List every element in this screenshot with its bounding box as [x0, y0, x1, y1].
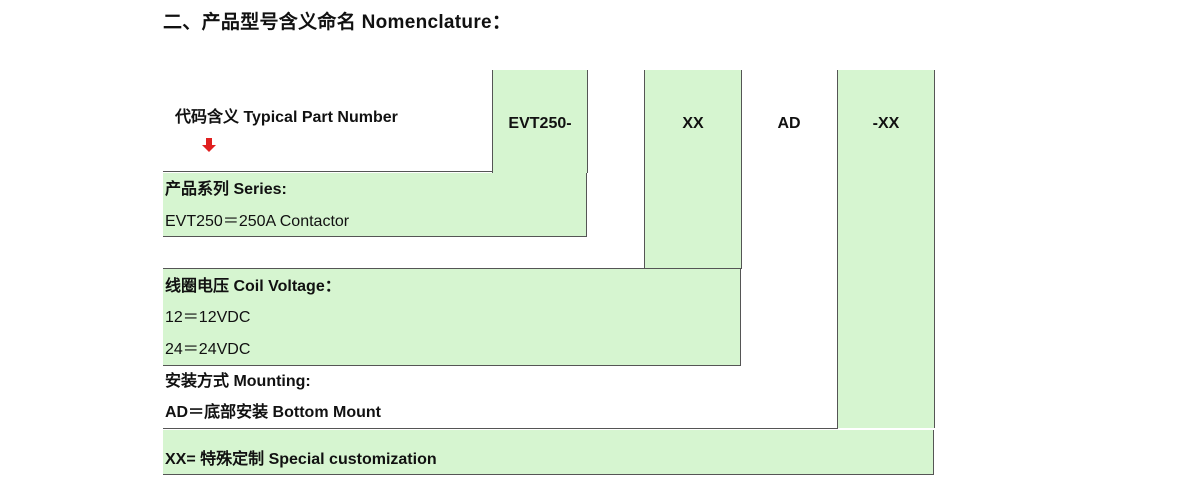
code-special: -XX: [872, 115, 900, 132]
down-arrow-icon: [202, 138, 216, 152]
column-voltage-code: [644, 70, 742, 269]
special-panel: [163, 430, 934, 475]
coil-voltage-title: 线圈电压 Coil Voltage：: [165, 278, 341, 295]
code-mounting: AD: [777, 115, 801, 132]
coil-voltage-panel: [163, 268, 741, 366]
mounting-divider: [163, 428, 838, 429]
code-series: EVT250-: [508, 115, 572, 132]
coil-voltage-value: 24＝24VDC: [165, 341, 251, 358]
column-series-code: [492, 70, 588, 173]
typical-part-number-label: 代码含义 Typical Part Number: [175, 109, 398, 126]
header-divider: [163, 171, 493, 172]
coil-voltage-value: 12＝12VDC: [165, 309, 251, 326]
series-value: EVT250＝250A Contactor: [165, 213, 350, 230]
mounting-title: 安装方式 Mounting:: [165, 373, 311, 390]
series-panel: [163, 173, 587, 237]
mounting-value: AD＝底部安装 Bottom Mount: [165, 404, 381, 421]
series-title: 产品系列 Series:: [165, 181, 287, 198]
special-text: XX= 特殊定制 Special customization: [165, 451, 437, 468]
column-special-code: [837, 70, 935, 428]
page-title: 二、产品型号含义命名 Nomenclature：: [163, 12, 512, 33]
code-voltage: XX: [682, 115, 704, 132]
